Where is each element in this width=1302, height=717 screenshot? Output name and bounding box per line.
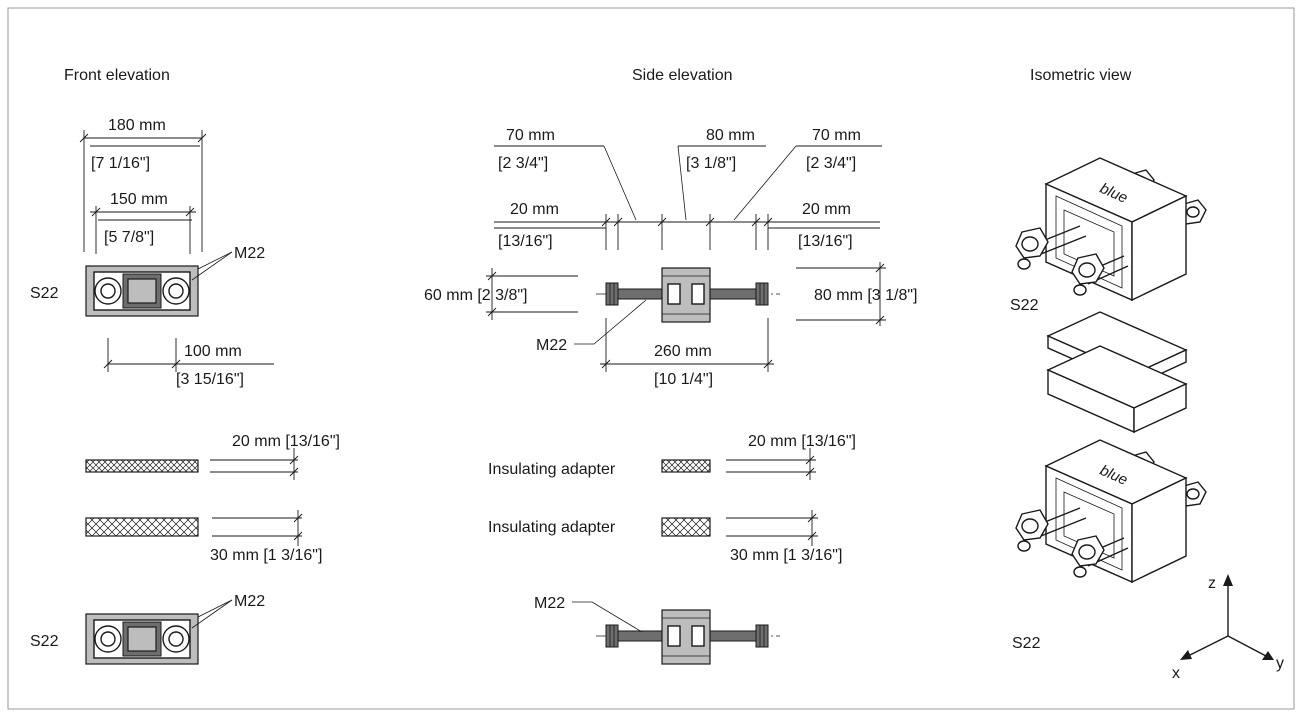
front-pad-thin-dim: 20 mm [13/16"]: [232, 433, 340, 450]
front-dim-180-mm: 180 mm: [108, 117, 166, 134]
adapter-thin-side: [661, 459, 711, 473]
front-elevation-title: Front elevation: [64, 67, 170, 84]
side-dim-20-left-in: [13/16"]: [498, 233, 553, 250]
front-dim-150-in: [5 7/8"]: [104, 229, 154, 246]
front-dim-100-mm: 100 mm: [184, 343, 242, 360]
front-part-label-top: S22: [30, 285, 59, 302]
side-dim-70-left-mm: 70 mm: [506, 127, 555, 144]
side-bolt-label-top: M22: [536, 337, 567, 354]
iso-adapters: [1046, 311, 1188, 434]
iso-axes: z x y: [1172, 574, 1284, 682]
side-adapter-label-2: Insulating adapter: [488, 519, 616, 536]
side-dim-70-left-in: [2 3/4"]: [498, 155, 548, 172]
iso-connector-top: blue: [1015, 157, 1207, 302]
front-bolt-label-top: M22: [234, 245, 265, 262]
isometric-view: blue S22: [1010, 157, 1284, 682]
isometric-view-title: Isometric view: [1030, 67, 1132, 84]
axis-y-label: y: [1276, 655, 1284, 672]
side-dim-80-in: [3 1/8"]: [686, 155, 736, 172]
side-dim-80-height: 80 mm [3 1/8"]: [814, 287, 918, 304]
iso-part-label-top: S22: [1010, 297, 1039, 314]
front-dim-100-in: [3 15/16"]: [176, 371, 244, 388]
side-dim-260-in: [10 1/4"]: [654, 371, 713, 388]
connector-front-bottom: [85, 613, 199, 665]
side-bolt-label-bottom: M22: [534, 595, 565, 612]
side-adapter-label-1: Insulating adapter: [488, 461, 616, 478]
axis-x-label: x: [1172, 665, 1180, 682]
side-elevation-title: Side elevation: [632, 67, 733, 84]
side-dim-20-right-mm: 20 mm: [802, 201, 851, 218]
side-adapter-dim-1: 20 mm [13/16"]: [748, 433, 856, 450]
front-dim-150-mm: 150 mm: [110, 191, 168, 208]
side-dim-260-mm: 260 mm: [654, 343, 712, 360]
side-dim-60: 60 mm [2 3/8"]: [424, 287, 528, 304]
side-dim-20-right-in: [13/16"]: [798, 233, 853, 250]
side-elevation: 70 mm [2 3/4"] 80 mm [3 1/8"] 70 mm [2 3…: [424, 127, 918, 665]
side-adapter-dim-2: 30 mm [1 3/16"]: [730, 547, 842, 564]
front-pad-thick-dim: 30 mm [1 3/16"]: [210, 547, 322, 564]
side-dim-80-mm: 80 mm: [706, 127, 755, 144]
side-dim-70-right-in: [2 3/4"]: [806, 155, 856, 172]
axis-z-label: z: [1208, 575, 1216, 592]
front-dim-180-in: [7 1/16"]: [91, 155, 150, 172]
front-part-label-bottom: S22: [30, 633, 59, 650]
pad-thin-front: [85, 459, 199, 473]
drawing-frame: [7, 7, 1295, 710]
pad-thick-front: [85, 517, 199, 537]
connector-front-top: [85, 265, 199, 317]
adapter-thick-side: [661, 517, 711, 537]
connector-side-top: [596, 267, 780, 323]
iso-connector-bottom: blue: [1015, 439, 1207, 584]
side-dim-20-left-mm: 20 mm: [510, 201, 559, 218]
connector-side-bottom: [596, 609, 780, 665]
front-bolt-label-bottom: M22: [234, 593, 265, 610]
side-dim-70-right-mm: 70 mm: [812, 127, 861, 144]
iso-part-label-bottom: S22: [1012, 635, 1041, 652]
front-elevation: 180 mm [7 1/16"] 150 mm [5 7/8"] M22 S22: [30, 117, 340, 665]
